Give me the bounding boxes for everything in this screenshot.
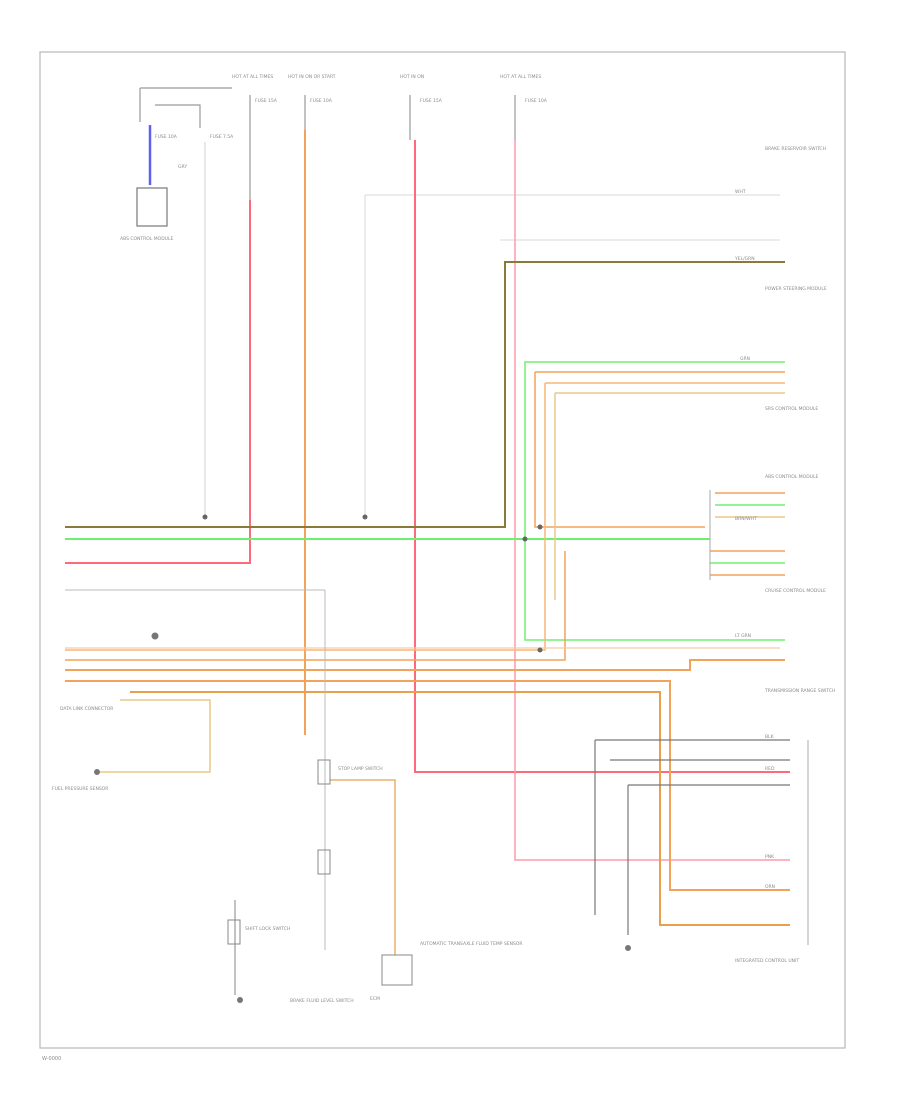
- splice-bus-1: [202, 514, 208, 520]
- component-data-link: DATA LINK CONNECTOR: [60, 706, 113, 712]
- splice-bus-2: [362, 514, 368, 520]
- wire-tag-pnk: PNK: [765, 854, 775, 860]
- fuse-label-6: FUSE 10A: [155, 134, 178, 140]
- component-ecm: ECM: [370, 996, 380, 1002]
- component-abs-control: ABS CONTROL MODULE: [765, 474, 818, 480]
- wire-green-srs: [524, 361, 785, 539]
- wire-orange-srs1: [534, 371, 785, 528]
- wire-gray-lower-1: [65, 589, 326, 950]
- fuse-label-5: FUSE 7.5A: [210, 134, 234, 140]
- wire-tan-lower: [330, 779, 396, 955]
- splice-2: [94, 769, 100, 775]
- wire-tag-red: RED: [765, 766, 775, 772]
- component-integrated-unit: INTEGRATED CONTROL UNIT: [735, 958, 799, 964]
- wire-tag-ltgrn: LT GRN: [735, 633, 751, 639]
- splice-1: [151, 632, 159, 640]
- component-atf-temp: AUTOMATIC TRANSAXLE FLUID TEMP SENSOR: [420, 941, 523, 947]
- top-label-1: HOT AT ALL TIMES: [232, 74, 273, 80]
- component-abs-module: ABS CONTROL MODULE: [120, 236, 173, 242]
- wire-black-r3: [627, 784, 790, 935]
- component-cruise: CRUISE CONTROL MODULE: [765, 588, 826, 594]
- label-group: HOT AT ALL TIMES HOT IN ON OR START HOT …: [42, 74, 835, 1062]
- wire-tag-brnwht: BRN/WHT: [735, 516, 757, 522]
- splice-bus-3: [522, 536, 528, 542]
- fuse-label-1: FUSE 15A: [255, 98, 278, 104]
- switch-stop-lamp: [317, 759, 331, 785]
- wire-pink-right: [514, 140, 790, 861]
- component-group: [94, 187, 809, 1003]
- wire-orange-srs2: [65, 382, 785, 651]
- footer-code: W-0000: [42, 1056, 61, 1062]
- abs-module-box: [136, 187, 168, 227]
- wire-gray-mid: [364, 194, 780, 515]
- component-brake-reservoir: BRAKE RESERVOIR SWITCH: [765, 146, 826, 152]
- ground-point-1: [237, 997, 243, 1003]
- wire-orange-b3: [130, 691, 790, 926]
- fuse-label-4: FUSE 10A: [525, 98, 548, 104]
- ground-point-2: [625, 945, 631, 951]
- wire-tag-blk: BLK: [765, 734, 775, 740]
- top-label-3: HOT IN ON: [400, 74, 424, 80]
- wire-tag-gry: GRY: [178, 164, 187, 170]
- wire-tag-yelgrn: YEL/GRN: [734, 256, 755, 262]
- wire-red-center: [414, 140, 790, 773]
- wire-cruise-1: [65, 550, 785, 661]
- component-fuel-pressure: FUEL PRESSURE SENSOR: [52, 786, 108, 792]
- wire-olive: [65, 261, 785, 528]
- wire-orange-b4: [100, 699, 211, 773]
- component-srs: SRS CONTROL MODULE: [765, 406, 818, 412]
- wire-tag-wht: WHT: [735, 189, 746, 195]
- component-trans-range: TRANSMISSION RANGE SWITCH: [764, 688, 835, 694]
- top-label-2: HOT IN ON OR START: [288, 74, 336, 80]
- fuse-label-2: FUSE 10A: [310, 98, 333, 104]
- wire-tag-grn: GRN: [740, 356, 750, 362]
- switch-brake-fluid: [317, 849, 331, 875]
- splice-bus-4: [537, 524, 543, 530]
- component-shift-lock: SHIFT LOCK SWITCH: [245, 926, 290, 932]
- splice-bus-5: [537, 647, 543, 653]
- diagram-border: [39, 51, 846, 1049]
- ecm-box: [381, 954, 413, 986]
- wire-orange-b1: [65, 659, 785, 671]
- wire-group: [65, 87, 790, 995]
- component-stop-lamp: STOP LAMP SWITCH: [338, 766, 383, 772]
- wire-black-r1: [594, 739, 790, 915]
- wire-green-lower: [524, 539, 785, 641]
- wire-tan-srs3: [554, 392, 785, 600]
- component-brake-fluid: BRAKE FLUID LEVEL SWITCH: [290, 998, 354, 1004]
- top-label-4: HOT AT ALL TIMES: [500, 74, 541, 80]
- wire-gray-top: [139, 87, 232, 128]
- wire-red-left: [65, 200, 251, 564]
- component-power-steering: POWER STEERING MODULE: [765, 286, 827, 292]
- wire-tag-orn: ORN: [765, 884, 775, 890]
- switch-shift-lock: [227, 919, 241, 945]
- fuse-label-3: FUSE 15A: [420, 98, 443, 104]
